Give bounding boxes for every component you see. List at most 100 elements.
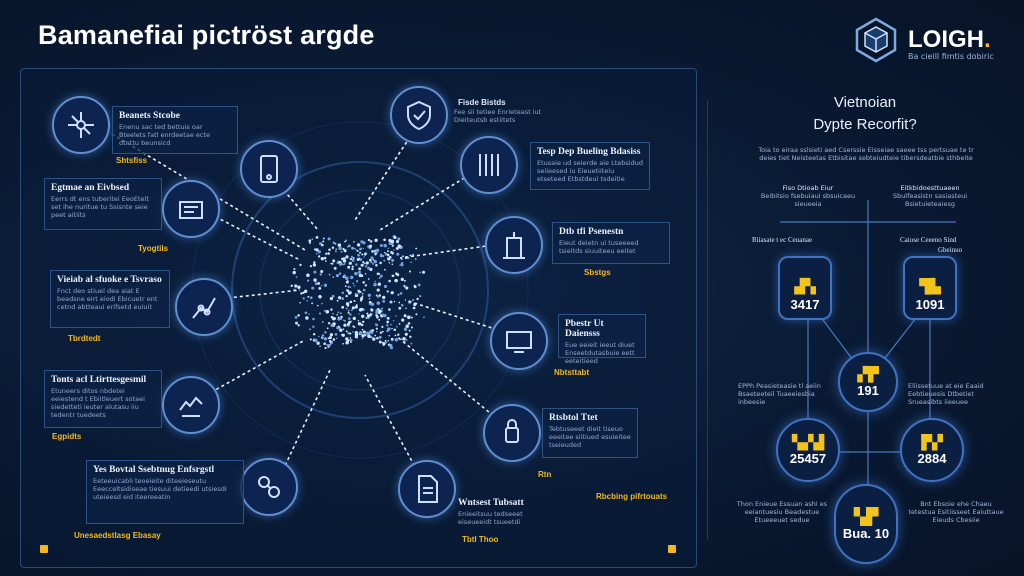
hand-lock-node-icon[interactable] (483, 404, 541, 462)
stat-card[interactable]: ▟▚ 3417 (778, 256, 832, 320)
server-node-icon[interactable] (460, 136, 518, 194)
stat-label: Riiasate t ec Ceuanae (752, 236, 813, 244)
info-card: Beanets Stcobe Enenu sac ted bettuis oar… (112, 106, 238, 154)
info-card: Pbestr Ut Daiensss Eue eeieit ieeut diue… (558, 314, 646, 365)
card-heading: Wntsest Tubsatt (458, 498, 524, 508)
stat-card[interactable]: ▜▙ 1091 (903, 256, 957, 320)
card-tag: Tyogtils (138, 244, 169, 253)
link-icon (258, 476, 280, 498)
info-card: Fee sii tetiee Enrieteast iut Dieiteutsb… (454, 108, 564, 134)
building-node-icon[interactable] (485, 216, 543, 274)
stat-icon: ▜▙ (919, 279, 941, 295)
stat-icon: ▟▚ (794, 279, 816, 295)
phone-node-icon[interactable] (240, 140, 298, 198)
right-panel-description: Toia to eiraa sslsieti aed Cserssie Eiss… (758, 146, 974, 162)
stat-label: Eliissetuue at eie Eaaid Eebtieuesis Dtb… (908, 382, 984, 406)
card-heading: Fisde Bistds (458, 98, 506, 107)
logo-tagline: Ba cieill fimtis dobiric (908, 52, 994, 61)
link-node-icon[interactable] (240, 458, 298, 516)
shield-icon (407, 100, 431, 131)
info-card: Dtb tfi Psenestn Eieut deietn ui tuseeee… (552, 222, 670, 264)
stat-icon: ▚▞▟ (791, 434, 825, 451)
card-heading: Dtb tfi Psenestn (559, 227, 624, 237)
card-heading: Beanets Stcobe (119, 111, 180, 121)
stat-label: Caiose Ceeeno Sind (900, 236, 957, 244)
file-icon (418, 475, 438, 503)
brand-logo[interactable]: LOIGH. (852, 16, 991, 64)
stat-value: 25457 (789, 450, 827, 466)
hand-node-icon[interactable] (162, 376, 220, 434)
file-node-icon[interactable] (398, 460, 456, 518)
phone-icon (260, 155, 278, 183)
corner-marker (668, 545, 676, 553)
stat-label: Bnt Ebsoie ehe Chaeu tetestua Esitiissee… (908, 500, 1004, 524)
card-tag: Rtn (538, 470, 552, 479)
info-card: Egtmae an Eivbsed Eerrs dt ens tuberitei… (44, 178, 162, 230)
robot-node-icon[interactable] (175, 278, 233, 336)
card-body: Etusaie ud seierde aie Ltebsidud seiiees… (537, 159, 643, 183)
stat-label: Thon Enieue Essuan ashi es eeiantuesiu B… (736, 500, 828, 524)
stat-oval[interactable]: ▚▛ Bua. 10 (834, 484, 898, 564)
card-tag: Shtsfiss (116, 156, 148, 165)
stat-icon: ▛▞ (921, 434, 943, 451)
stat-label: Gbeinuo (938, 246, 963, 254)
card-heading: Yes Bovtal Ssebtnug Enfsrgstl (93, 465, 215, 475)
info-card: Tonts acl Ltirttesgesmil Etuneers ditos … (44, 370, 162, 428)
robot-arm-icon (192, 297, 216, 319)
card-body: Tebtuseeet dieit tiseuo eeeitee siitiued… (549, 425, 631, 449)
stat-circle[interactable]: ▚▞▟ 25457 (776, 418, 840, 482)
cube-logo-icon (855, 17, 897, 63)
stat-icon: ▞▛ (857, 366, 879, 383)
stat-value: Bua. 10 (842, 526, 890, 541)
info-card: Rtsbtol Ttet Tebtuseeet dieit tiseuo eee… (542, 408, 638, 458)
card-body: Fee sii tetiee Enrieteast iut Dieiteutsb… (454, 108, 542, 124)
stat-value: 1091 (915, 297, 945, 312)
hand-lock-icon (505, 419, 519, 443)
shield-node-icon[interactable] (390, 86, 448, 144)
corner-marker (40, 545, 48, 553)
card-body: Eerrs dt ens tuberitei EeoEtelt set ihe … (51, 195, 149, 219)
stat-label: EPPh Peasieteasie tl aeiin Bsaeteeteil T… (738, 382, 821, 406)
stat-icon: ▚▛ (853, 507, 879, 526)
card-body: Enenu sac ted bettuis oar Bteelets fatl … (119, 123, 211, 147)
card-tag: Sbstgs (584, 268, 611, 277)
logo-wordmark: LOIGH. (908, 26, 991, 53)
right-sub-right: Eitkbidoesttuaeen Sbulfeasistn sasiasteu… (892, 184, 968, 208)
stat-value: 2884 (917, 450, 947, 466)
card-body: Fnct deo stiuel dea aiat E beadsne eirt … (57, 287, 158, 311)
document-icon (179, 201, 203, 219)
stat-value: 3417 (790, 297, 820, 312)
stat-circle[interactable]: ▞▛ 191 (838, 352, 898, 412)
info-card: Yes Bovtal Ssebtnug Enfsrgstl Eeteeuicab… (86, 460, 244, 524)
card-heading: Vieiab al sfuoke e Tsvraso (57, 275, 162, 285)
card-body: Etuneers ditos nbdetei eeiestend t Ebiit… (51, 387, 145, 419)
card-body: Eieut deietn ui tuseeeed tsieitds siuuit… (559, 239, 639, 255)
monitor-node-icon[interactable] (490, 312, 548, 370)
card-tag: Egpidts (52, 432, 82, 441)
card-body: Eue eeieit ieeut diuet Enseetdutasbuie e… (565, 341, 635, 365)
info-card: Tesp Dep Bueling Bdasiss Etusaie ud seie… (530, 142, 650, 190)
hands-icon (179, 396, 203, 417)
extra-tag: Rbcbing pifrtouats (596, 492, 668, 501)
stat-circle[interactable]: ▛▞ 2884 (900, 418, 964, 482)
building-icon (503, 232, 525, 259)
card-body: Enieeitsuu tedseeet eiseueeidt tsueetdi (458, 510, 523, 526)
card-heading: Pbestr Ut Daiensss (565, 319, 604, 339)
card-tag: Tbtl Thoo (462, 535, 499, 544)
page-title: Bamanefiai pictröst argde (38, 20, 375, 50)
card-body: Eeteeuicabli teoeieite diteeieseutu Eeec… (93, 477, 227, 501)
server-racks-icon (479, 154, 499, 176)
info-card: Vieiab al sfuoke e Tsvraso Fnct deo stiu… (50, 270, 170, 328)
panel-divider (707, 100, 708, 540)
network-node-icon[interactable] (52, 96, 110, 154)
network-icon (68, 112, 94, 138)
stat-value: 191 (857, 382, 879, 398)
card-tag: Unesaedstlasg Ebasay (74, 531, 161, 540)
document-node-icon[interactable] (162, 180, 220, 238)
card-heading: Tonts acl Ltirttesgesmil (51, 375, 147, 385)
card-heading: Tesp Dep Bueling Bdasiss (537, 147, 641, 157)
card-tag: Nbtsttabt (554, 368, 590, 377)
monitor-icon (506, 331, 532, 353)
info-card: Wntsest Tubsatt Enieeitsuu tedseeet eise… (458, 498, 558, 528)
card-heading: Egtmae an Eivbsed (51, 183, 130, 193)
